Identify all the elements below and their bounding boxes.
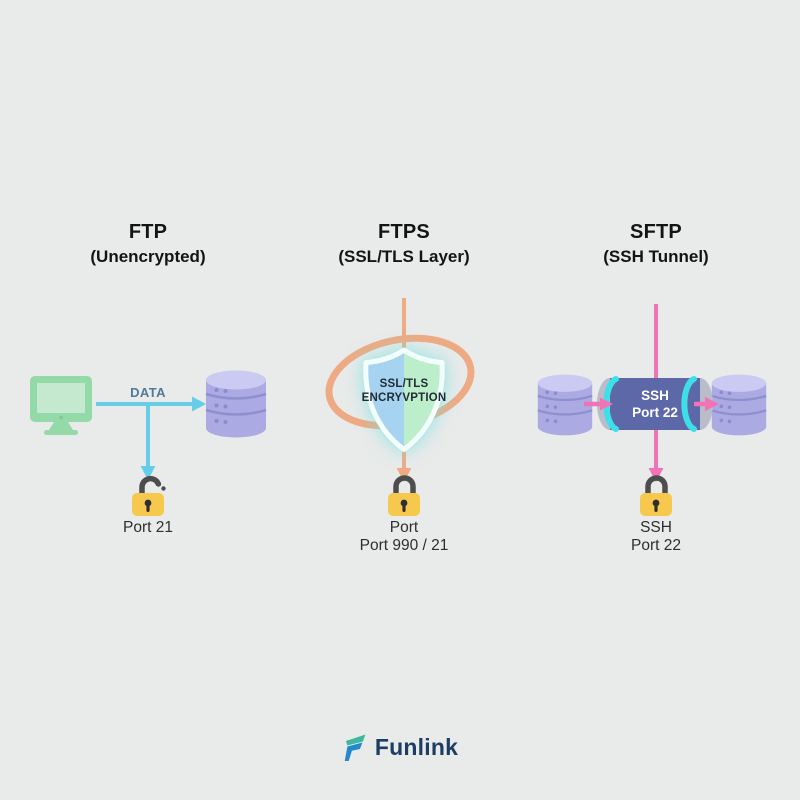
ftps-port-label: Port Port 990 / 21 [344, 519, 464, 554]
sftp-diagram [536, 304, 768, 516]
column-header-ftps: FTPS (SSL/TLS Layer) [304, 221, 504, 267]
sftp-port-line2: Port 22 [631, 536, 681, 554]
shield-label-line1: SSL/TLS [379, 378, 429, 390]
shield-label-line2: ENCRYVPTION [361, 392, 447, 404]
tunnel-label-line1: SSH [641, 388, 669, 403]
ftps-port-line1: Port [389, 519, 419, 536]
sftp-port-label: SSH Port 22 [606, 519, 706, 554]
padlock-open-icon [132, 475, 166, 516]
ftp-title: FTP [128, 221, 168, 243]
computer-icon [30, 376, 92, 435]
ftp-subtitle: (Unencrypted) [90, 247, 206, 266]
ftps-title: FTPS [378, 221, 430, 243]
ftp-port-label: Port 21 [123, 519, 173, 536]
tunnel-label: SSH Port 22 [599, 387, 711, 421]
tunnel-out-arrow [694, 397, 719, 411]
shield-icon [363, 347, 445, 452]
ftps-diagram [325, 298, 475, 516]
tunnel-in-arrow [584, 397, 613, 411]
brand-footer: Funlink [342, 731, 458, 763]
tunnel-label-line2: Port 22 [632, 405, 678, 420]
database-icon [710, 373, 768, 437]
column-header-ftp: FTP (Unencrypted) [48, 221, 248, 267]
ftps-port-line2: Port 990 / 21 [359, 536, 449, 554]
funlink-logo-icon [344, 734, 366, 761]
column-header-sftp: SFTP (SSH Tunnel) [556, 221, 756, 267]
sftp-title: SFTP [630, 221, 682, 243]
sftp-subtitle: (SSH Tunnel) [603, 247, 709, 266]
database-icon [204, 370, 268, 438]
padlock-closed-icon [388, 478, 420, 516]
padlock-closed-icon [640, 478, 672, 516]
ftps-subtitle: (SSL/TLS Layer) [338, 247, 470, 266]
sftp-port-line1: SSH [640, 519, 672, 536]
brand-name: Funlink [374, 733, 459, 760]
data-arrow [96, 396, 206, 412]
data-label: DATA [130, 385, 166, 400]
port-branch-arrow [140, 404, 156, 480]
ftp-diagram [30, 370, 268, 516]
shield-label: SSL/TLS ENCRYVPTION [352, 377, 456, 405]
